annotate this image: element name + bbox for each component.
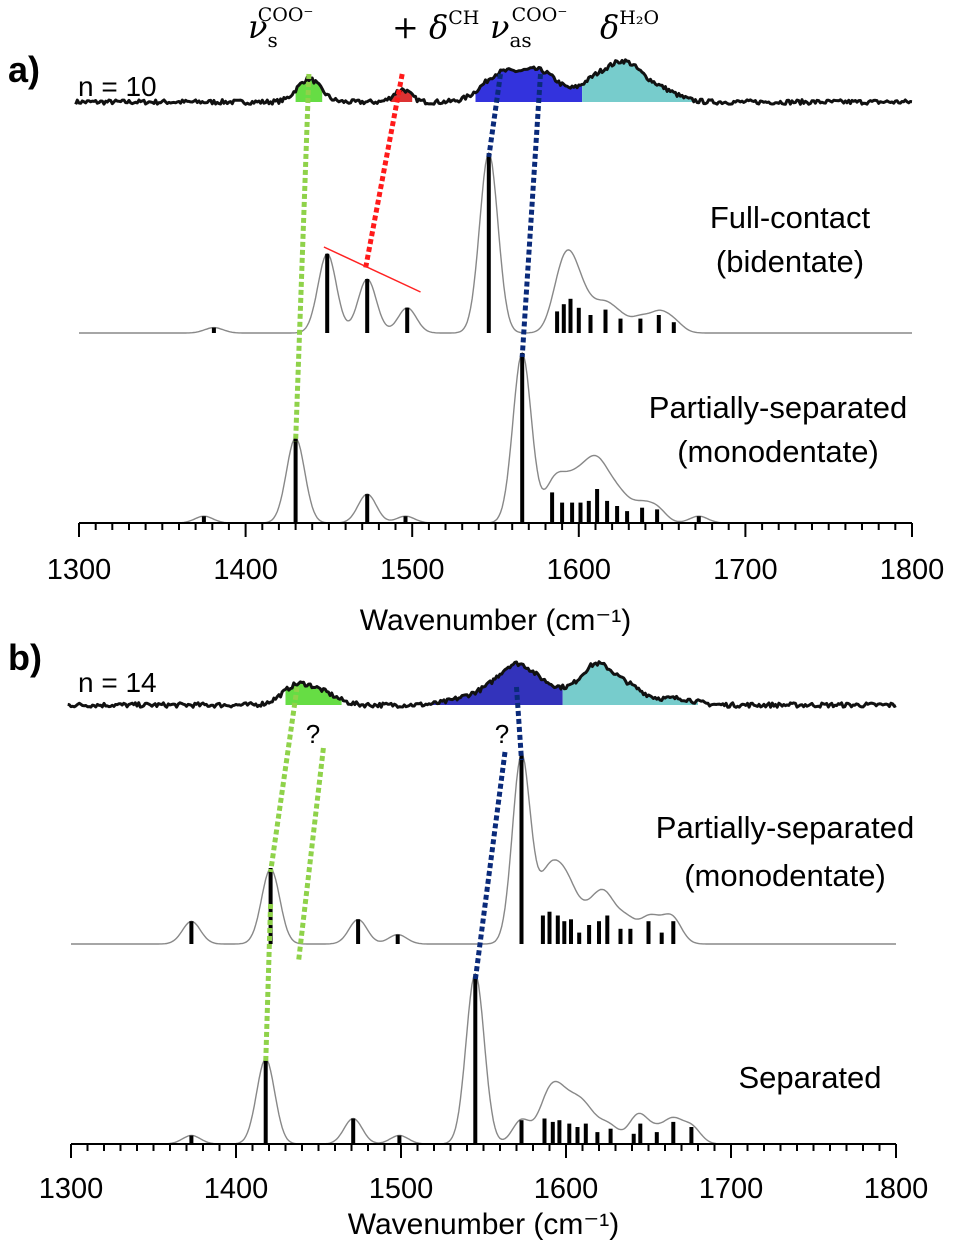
correlation-lines xyxy=(293,73,543,443)
panel-b: b) n = 14 Partially-separated (monodentate)… xyxy=(8,637,928,1241)
panel-label: a) xyxy=(8,49,40,90)
tick-label: 1700 xyxy=(713,554,778,586)
shaded-band-1 xyxy=(420,662,563,705)
band-label-3: δH₂O xyxy=(600,7,659,46)
band-superscript: CH xyxy=(448,7,479,29)
computed-spectrum-1: Separated xyxy=(71,972,896,1145)
tick-label: 1500 xyxy=(380,554,445,586)
correlation-line-3 xyxy=(519,73,543,358)
tick-label: 1600 xyxy=(547,554,612,586)
x-axis-label: Wavenumber (cm⁻¹) xyxy=(360,604,631,637)
band-subscript: s xyxy=(267,28,277,52)
panel-label: b) xyxy=(8,637,42,678)
band-symbol: ν xyxy=(490,8,509,46)
experimental-trace xyxy=(74,58,913,106)
experimental-spectrum xyxy=(74,58,913,106)
spectrum-label: Partially-separated xyxy=(649,390,907,425)
envelope-curve xyxy=(79,151,912,334)
tick-label: 1300 xyxy=(39,1173,104,1205)
correlation-lines xyxy=(263,686,524,1064)
cluster-size-label: n = 14 xyxy=(78,667,157,698)
computed-spectrum-1: Partially-separated (monodentate) xyxy=(79,351,912,524)
correlation-line-3 xyxy=(514,686,524,761)
panel-a: a) n = 10 Full-contact (bidentate) Partially… xyxy=(8,4,944,637)
question-mark: ? xyxy=(495,719,509,749)
band-label-2: νasCOO⁻ xyxy=(490,4,567,52)
computed-spectrum-0: Full-contact (bidentate) xyxy=(79,151,912,334)
correlation-line-0 xyxy=(268,686,300,873)
tick-label: 1800 xyxy=(864,1173,929,1205)
tick-label: 1300 xyxy=(47,554,112,586)
computed-spectrum-0: Partially-separated (monodentate) xyxy=(71,752,914,945)
experimental-trace xyxy=(67,660,897,709)
spectrum-label: Full-contact xyxy=(710,200,871,235)
tick-label: 1700 xyxy=(699,1173,764,1205)
band-superscript: COO⁻ xyxy=(258,4,314,26)
spectrum-label: (monodentate) xyxy=(684,858,886,893)
correlation-line-1 xyxy=(263,903,274,1064)
correlation-line-2 xyxy=(486,73,503,158)
spectrum-label: Partially-separated xyxy=(656,810,914,845)
band-symbol: ν xyxy=(248,8,267,46)
correlation-line-1 xyxy=(363,73,405,269)
band-label-1: + δCH xyxy=(392,7,479,46)
tick-label: 1600 xyxy=(534,1173,599,1205)
tick-label: 1400 xyxy=(213,554,278,586)
envelope-curve xyxy=(71,752,896,945)
correlation-line-4 xyxy=(472,751,508,981)
experimental-spectrum xyxy=(67,660,897,709)
question-mark: ? xyxy=(306,719,320,749)
envelope-curve xyxy=(71,972,896,1145)
band-symbol: + δ xyxy=(392,8,448,46)
x-axis-label: Wavenumber (cm⁻¹) xyxy=(348,1208,619,1241)
correlation-line-0 xyxy=(293,73,312,443)
spectrum-label: Separated xyxy=(738,1060,881,1095)
delta-ch-marker-line xyxy=(323,246,421,293)
band-superscript: H₂O xyxy=(619,7,659,29)
spectrum-label: (bidentate) xyxy=(716,244,864,279)
band-symbol: δ xyxy=(600,8,619,46)
correlation-line-2 xyxy=(296,747,326,961)
band-label-0: νsCOO⁻ xyxy=(248,4,313,52)
tick-label: 1500 xyxy=(369,1173,434,1205)
band-subscript: as xyxy=(509,28,531,52)
cluster-size-label: n = 10 xyxy=(78,71,157,102)
tick-label: 1400 xyxy=(204,1173,269,1205)
tick-label: 1800 xyxy=(880,554,945,586)
spectrum-label: (monodentate) xyxy=(677,434,879,469)
band-superscript: COO⁻ xyxy=(512,4,568,26)
